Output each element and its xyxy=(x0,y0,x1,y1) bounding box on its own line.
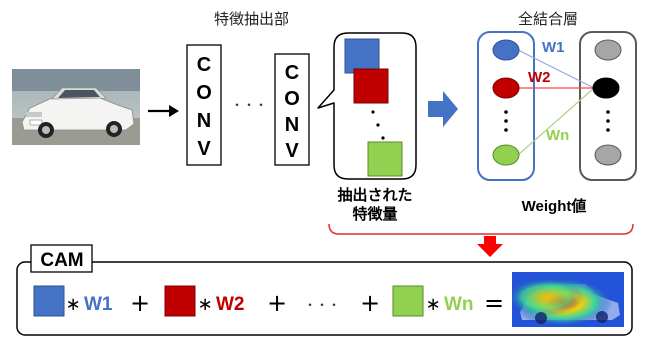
formula-equals: = xyxy=(484,289,504,317)
fc-input-dot xyxy=(504,110,508,114)
fc-node-red xyxy=(492,77,520,99)
fc-node-green xyxy=(492,144,520,166)
formula-map-blue xyxy=(33,285,65,317)
feature-extraction-label: 特徴抽出部 xyxy=(214,10,289,28)
conv2-letter-o: O xyxy=(284,88,300,110)
weight-label-w1: W1 xyxy=(542,39,565,56)
feature-map-red xyxy=(353,68,389,104)
feature-map-dot xyxy=(371,110,375,114)
block-arrow-down-icon xyxy=(477,236,503,257)
conv2-letter-c: C xyxy=(285,62,299,84)
formula-plus-3: + xyxy=(360,289,380,317)
formula-plus-1: + xyxy=(130,289,150,317)
cam-label: CAM xyxy=(40,250,83,271)
formula-map-red xyxy=(164,285,196,317)
fully-connected-label: 全結合層 xyxy=(518,10,578,28)
cam-formula-box xyxy=(16,261,633,336)
conv1-letter-o: O xyxy=(196,82,212,104)
formula-weight-w1: W1 xyxy=(84,294,113,315)
fc-input-dot xyxy=(504,119,508,123)
weight-connection-wn xyxy=(517,87,595,156)
feature-map-green xyxy=(367,141,403,177)
input-car-image xyxy=(12,69,140,145)
fc-output-dot xyxy=(606,110,610,114)
formula-weight-w2: W2 xyxy=(216,294,245,315)
formula-multiply-2: ∗ xyxy=(197,294,212,315)
conv1-letter-n: N xyxy=(197,110,211,132)
formula-ellipsis: ・・・ xyxy=(304,298,340,312)
formula-weight-wn: Wn xyxy=(444,294,474,315)
extracted-features-label-line2: 特徴量 xyxy=(352,205,397,223)
block-arrow-right-icon xyxy=(428,91,458,127)
weight-label-w2: W2 xyxy=(528,69,551,86)
conv2-letter-n: N xyxy=(285,114,299,136)
formula-multiply-3: ∗ xyxy=(425,294,440,315)
fc-node-gray-bottom xyxy=(594,144,622,166)
conv-block-1 xyxy=(186,44,222,166)
formula-plus-2: + xyxy=(267,289,287,317)
conv2-letter-v: V xyxy=(285,140,299,162)
extracted-features-label-line1: 抽出された xyxy=(337,186,412,204)
feature-map-dot xyxy=(381,136,385,140)
combine-bracket xyxy=(328,223,634,235)
fc-node-gray-top xyxy=(594,39,622,61)
conv1-letter-v: V xyxy=(197,138,211,160)
cam-heatmap-image xyxy=(512,272,624,327)
weight-values-label: Weight値 xyxy=(522,197,587,215)
conv-block-2 xyxy=(274,53,310,166)
feature-map-dot xyxy=(376,123,380,127)
arrow-right-icon xyxy=(148,105,179,117)
weight-label-wn: Wn xyxy=(546,127,569,144)
cam-label-box xyxy=(30,244,93,273)
fc-output-layer xyxy=(579,31,637,181)
fc-node-blue xyxy=(492,39,520,61)
fc-output-dot xyxy=(606,128,610,132)
fc-node-black xyxy=(592,77,620,99)
conv-ellipsis: ・・・ xyxy=(231,98,267,112)
feature-map-blue xyxy=(344,38,380,74)
conv1-letter-c: C xyxy=(197,54,211,76)
fc-input-dot xyxy=(504,128,508,132)
formula-multiply-1: ∗ xyxy=(65,294,80,315)
fc-output-dot xyxy=(606,119,610,123)
formula-map-green xyxy=(392,285,424,317)
fc-input-layer xyxy=(477,31,535,181)
weight-connection-w1 xyxy=(517,49,595,89)
